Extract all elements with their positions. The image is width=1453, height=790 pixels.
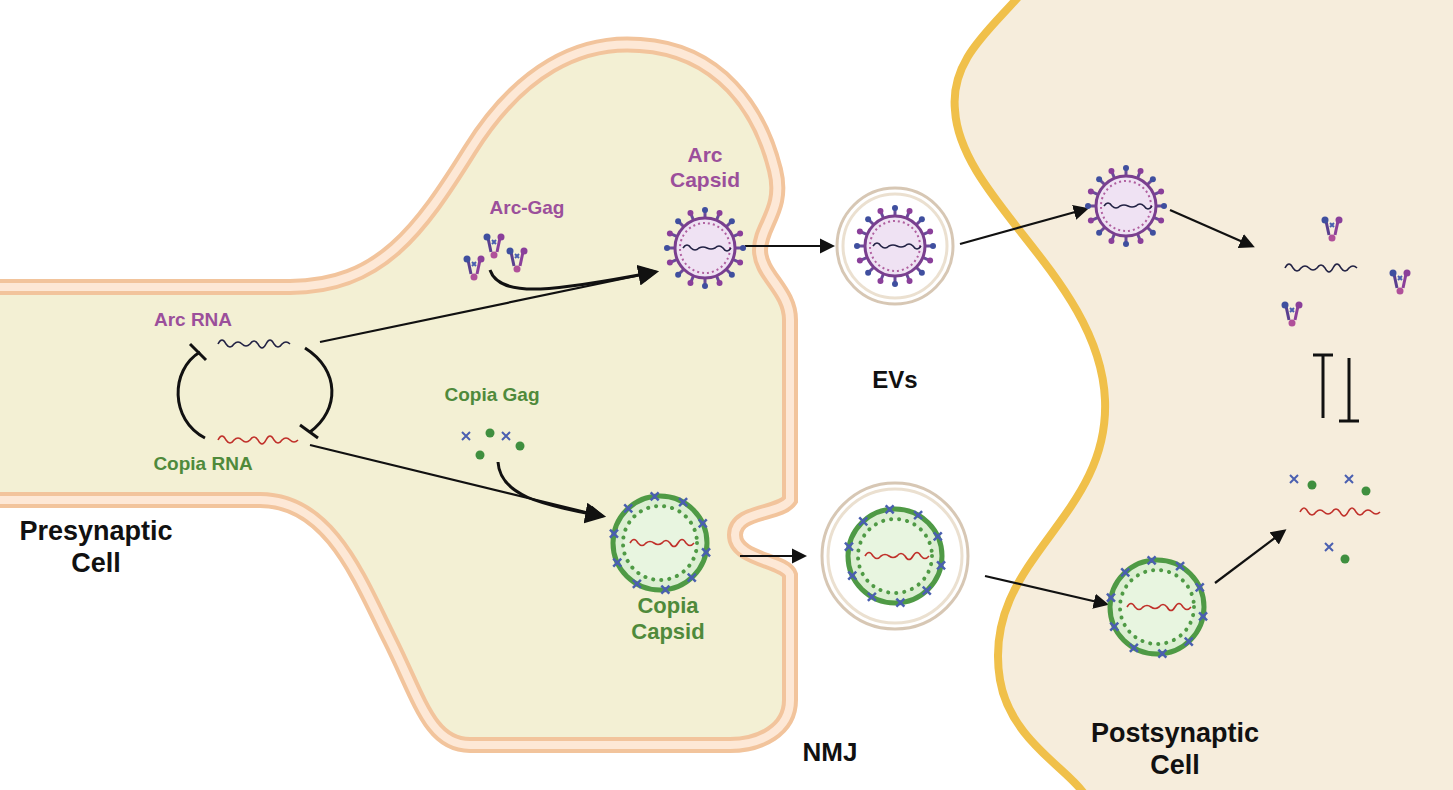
node-label: Copia Capsid: [608, 593, 728, 644]
node-label: Postsynaptic Cell: [1075, 718, 1275, 781]
presynaptic-cell: Presynaptic Cell Arc CapsidCopia Capsid: [0, 0, 800, 790]
postsynaptic-cell: Postsynaptic Cell: [940, 0, 1453, 790]
rna-label: Copia RNA: [143, 453, 263, 475]
protein-label: Arc-Gag: [472, 197, 582, 219]
node-label: Presynaptic Cell: [1, 516, 191, 579]
rna-label: Arc RNA: [138, 309, 248, 331]
junction-label: NMJ: [785, 737, 875, 767]
node-label: Arc Capsid: [657, 143, 753, 192]
cell-outline: [0, 0, 800, 790]
vesicle-label: EVs: [855, 366, 935, 394]
cell-outline: [940, 0, 1453, 790]
protein-label: Copia Gag: [432, 384, 552, 406]
